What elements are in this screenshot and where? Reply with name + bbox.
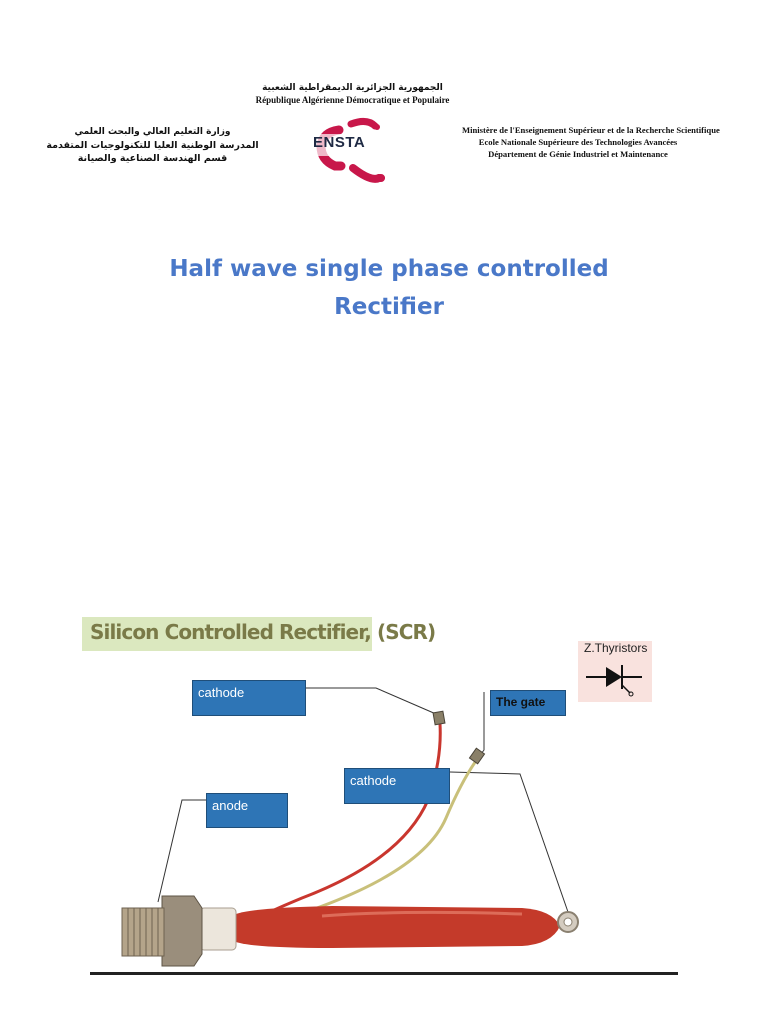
scr-photo: [121, 687, 579, 967]
stud-threads: [127, 908, 159, 956]
label-cathode-top: cathode: [192, 680, 306, 716]
thyristor-label: Z.Thyristors: [584, 641, 648, 655]
document-title: Half wave single phase controlled Rectif…: [84, 250, 694, 326]
red-sleeve: [232, 906, 560, 948]
label-gate: The gate: [490, 690, 566, 716]
red-sleeve-highlight: [321, 910, 523, 918]
title-line-1: Half wave single phase controlled: [169, 256, 609, 282]
gate-connector: [468, 747, 486, 765]
yellow-wire: [293, 757, 480, 918]
label-cathode-mid: cathode: [344, 768, 450, 804]
hex-nut: [161, 895, 203, 967]
figure-heading-background: [82, 617, 372, 651]
leader-line-cathode-top: [306, 687, 437, 715]
school-arabic-line: المدرسة الوطنية العليا للتكنولوجيات المت…: [46, 140, 259, 151]
ministry-arabic-block: وزارة التعليم العالي والبحث العلمي المدر…: [30, 126, 275, 165]
bottom-rule: [90, 972, 678, 975]
republic-block: الجمهورية الجزائرية الديمقراطية الشعبية …: [255, 82, 450, 106]
label-anode: anode: [206, 793, 288, 828]
department-arabic-line: قسم الهندسة الصناعية والصيانة: [77, 153, 228, 164]
thyristor-icon: [586, 665, 642, 697]
cathode-connector: [432, 710, 446, 726]
republic-french-line: République Algérienne Démocratique et Po…: [255, 95, 450, 105]
ministry-french-block: Ministère de l'Enseignement Supérieur et…: [462, 124, 720, 160]
leader-line-gate: [477, 692, 485, 759]
title-line-2: Rectifier: [334, 294, 444, 320]
ministry-french-line: Ministère de l'Enseignement Supérieur et…: [462, 125, 720, 135]
ring-terminal-hole: [563, 917, 573, 927]
school-french-line: Ecole Nationale Supérieure des Technolog…: [478, 137, 678, 147]
ensta-logo: ENSTA: [311, 108, 391, 188]
ensta-logo-mark: [315, 117, 387, 183]
threaded-stud: [121, 907, 165, 957]
logo-text: ENSTA: [313, 134, 366, 151]
department-french-line: Département de Génie Industriel et Maint…: [488, 149, 668, 159]
leader-line-cathode-mid: [449, 771, 569, 913]
thyristor-symbol-box: Z.Thyristors: [578, 641, 652, 702]
ceramic-body: [199, 907, 237, 951]
leader-line-anode: [157, 799, 206, 903]
republic-arabic-line: الجمهورية الجزائرية الديمقراطية الشعبية: [262, 83, 443, 93]
red-wire: [269, 723, 442, 914]
ministry-arabic-line: وزارة التعليم العالي والبحث العلمي: [74, 127, 231, 137]
figure-heading: Silicon Controlled Rectifier, (SCR): [90, 620, 436, 644]
